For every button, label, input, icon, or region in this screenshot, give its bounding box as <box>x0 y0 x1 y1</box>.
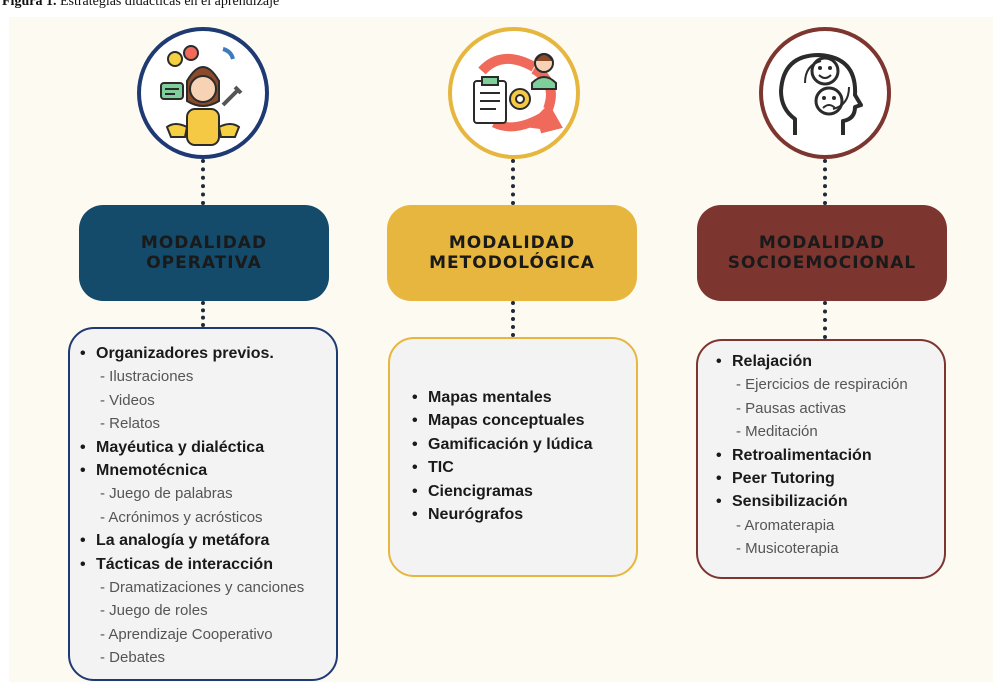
metodologica-icon-circle <box>448 27 580 159</box>
list-subitem: Ilustraciones <box>100 366 193 388</box>
caption-text: Estrategias didácticas en el aprendizaje <box>59 0 280 9</box>
list-item: Mapas conceptuales <box>412 410 584 432</box>
list-item: Relajación <box>716 351 812 373</box>
clipboard-gear-cycle-icon <box>473 53 563 134</box>
socioemocional-title-line1: MODALIDAD <box>758 233 886 253</box>
list-subitem: Juego de roles <box>100 600 207 622</box>
list-subitem: Debates <box>100 647 165 669</box>
list-item: Tácticas de interacción <box>80 554 273 576</box>
metodologica-connector-bottom <box>511 301 515 337</box>
operativa-connector-bottom <box>201 301 205 327</box>
operativa-card: Organizadores previos.IlustracionesVideo… <box>68 327 338 681</box>
list-subitem: Aromaterapia <box>736 515 834 537</box>
list-item: La analogía y metáfora <box>80 530 269 552</box>
list-subitem: Ejercicios de respiración <box>736 374 908 396</box>
metodologica-title-line1: MODALIDAD <box>448 233 576 253</box>
caption-label: Figura 1. <box>2 0 57 9</box>
socioemocional-connector-top <box>823 159 827 205</box>
list-subitem: Juego de palabras <box>100 483 232 505</box>
list-item: Ciencigramas <box>412 481 533 503</box>
list-subitem: Acrónimos y acrósticos <box>100 507 262 529</box>
figure-caption: Figura 1. Estrategias didácticas en el a… <box>0 0 1003 16</box>
operativa-pill: MODALIDAD OPERATIVA <box>79 205 329 301</box>
metodologica-title-line2: METODOLÓGICA <box>429 253 595 273</box>
operativa-title-line2: OPERATIVA <box>146 253 262 273</box>
head-emotions-icon <box>779 53 863 135</box>
list-item: Neurógrafos <box>412 504 523 526</box>
metodologica-card: Mapas mentalesMapas conceptualesGamifica… <box>388 337 638 577</box>
list-subitem: Videos <box>100 390 155 412</box>
socioemocional-icon-circle <box>759 27 891 159</box>
list-item: Sensibilización <box>716 491 848 513</box>
socioemocional-title-line2: SOCIOEMOCIONAL <box>727 253 917 273</box>
operativa-title-line1: MODALIDAD <box>140 233 268 253</box>
socioemocional-connector-bottom <box>823 301 827 339</box>
list-item: Mayéutica y dialéctica <box>80 437 264 459</box>
metodologica-pill: MODALIDAD METODOLÓGICA <box>387 205 637 301</box>
socioemocional-pill: MODALIDAD SOCIOEMOCIONAL <box>697 205 947 301</box>
operativa-icon-circle <box>137 27 269 159</box>
operativa-connector-top <box>201 159 205 205</box>
list-item: Organizadores previos. <box>80 343 274 365</box>
list-subitem: Relatos <box>100 413 160 435</box>
list-subitem: Dramatizaciones y canciones <box>100 577 304 599</box>
list-item: Mnemotécnica <box>80 460 207 482</box>
list-item: Mapas mentales <box>412 387 552 409</box>
person-with-emojis-icon <box>160 45 243 146</box>
list-item: Gamificación y lúdica <box>412 434 592 456</box>
list-subitem: Meditación <box>736 421 818 443</box>
diagram-canvas: MODALIDAD OPERATIVA Organizadores previo… <box>9 17 993 682</box>
list-subitem: Aprendizaje Cooperativo <box>100 624 272 646</box>
list-item: TIC <box>412 457 454 479</box>
socioemocional-card: RelajaciónEjercicios de respiraciónPausa… <box>696 339 946 579</box>
list-subitem: Pausas activas <box>736 398 846 420</box>
list-item: Retroalimentación <box>716 445 872 467</box>
list-subitem: Musicoterapia <box>736 538 838 560</box>
list-item: Peer Tutoring <box>716 468 835 490</box>
metodologica-connector-top <box>511 159 515 205</box>
